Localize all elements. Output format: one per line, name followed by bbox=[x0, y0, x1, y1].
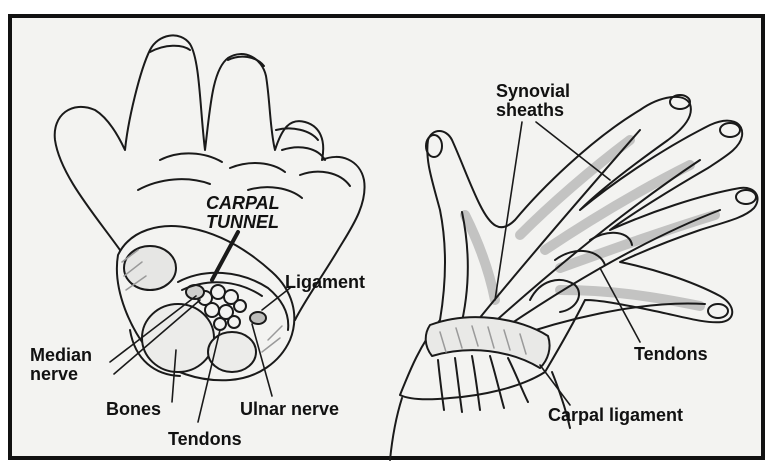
label-median-nerve-line1: Median bbox=[30, 346, 92, 365]
label-carpal-tunnel: CARPAL TUNNEL bbox=[206, 194, 280, 232]
label-median-nerve: Median nerve bbox=[30, 346, 92, 384]
label-ulnar-nerve: Ulnar nerve bbox=[240, 400, 339, 419]
label-tendons-left: Tendons bbox=[168, 430, 242, 449]
label-synovial-sheaths-line2: sheaths bbox=[496, 101, 570, 120]
label-carpal-tunnel-line2: TUNNEL bbox=[206, 213, 280, 232]
label-synovial-sheaths-line1: Synovial bbox=[496, 82, 570, 101]
label-tendons-right: Tendons bbox=[634, 345, 708, 364]
label-median-nerve-line2: nerve bbox=[30, 365, 92, 384]
label-carpal-tunnel-line1: CARPAL bbox=[206, 194, 280, 213]
label-bones: Bones bbox=[106, 400, 161, 419]
label-synovial-sheaths: Synovial sheaths bbox=[496, 82, 570, 120]
label-carpal-ligament: Carpal ligament bbox=[548, 406, 683, 425]
label-ligament: Ligament bbox=[285, 273, 365, 292]
